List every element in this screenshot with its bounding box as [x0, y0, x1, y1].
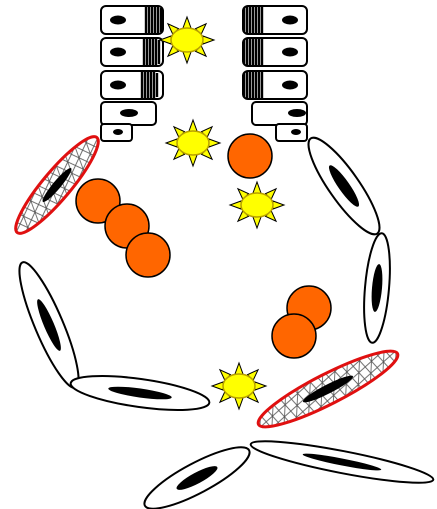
- sun-ray: [183, 17, 191, 28]
- sun-ray: [183, 52, 191, 63]
- ciliated-cell-left-1: [101, 6, 163, 34]
- elongated-cell-right-middle: [360, 232, 393, 344]
- ciliated-cell-left-3: [101, 71, 163, 99]
- plain-cell-right-1: [252, 102, 307, 125]
- sun-ray: [235, 363, 243, 374]
- sun-ray: [166, 139, 177, 147]
- sun-ray: [203, 36, 214, 44]
- sun-ray: [230, 201, 241, 209]
- sun-core: [223, 374, 255, 398]
- plain-cell-right-2: [276, 124, 307, 141]
- sun-icon: [160, 17, 214, 63]
- sun-ray: [273, 201, 284, 209]
- elongated-cell-bottom-left: [69, 369, 212, 416]
- sun-icon: [230, 182, 284, 228]
- ciliated-cell-right-2: [243, 38, 307, 66]
- sun-ray: [253, 182, 261, 193]
- ciliated-cell-right-3: [243, 71, 307, 99]
- orange-cell-left-3: [126, 233, 170, 277]
- sun-core: [241, 193, 273, 217]
- orange-cell-right-2: [272, 314, 316, 358]
- plain-cell-left-2: [101, 124, 132, 141]
- sun-core: [177, 131, 209, 155]
- sun-ray: [209, 139, 220, 147]
- sun-ray: [255, 382, 266, 390]
- elongated-cell-bottom-right: [249, 433, 436, 490]
- elongated-cell-right-upper: [298, 130, 389, 242]
- elongated-cell-left-middle: [10, 257, 89, 393]
- elongated-cell-bottom-center: [138, 437, 256, 509]
- sun-ray: [212, 382, 223, 390]
- highlighted-cell-lower-right: [252, 340, 405, 438]
- sun-ray: [253, 217, 261, 228]
- plain-cell-left-1: [101, 102, 156, 125]
- ciliated-cell-left-2: [101, 38, 163, 66]
- sun-icon: [166, 120, 220, 166]
- sun-ray: [189, 155, 197, 166]
- orange-cell-top: [228, 134, 272, 178]
- sun-ray: [189, 120, 197, 131]
- sun-ray: [235, 398, 243, 409]
- ciliated-cell-right-1: [243, 6, 307, 34]
- sun-icon: [212, 363, 266, 409]
- sun-core: [171, 28, 203, 52]
